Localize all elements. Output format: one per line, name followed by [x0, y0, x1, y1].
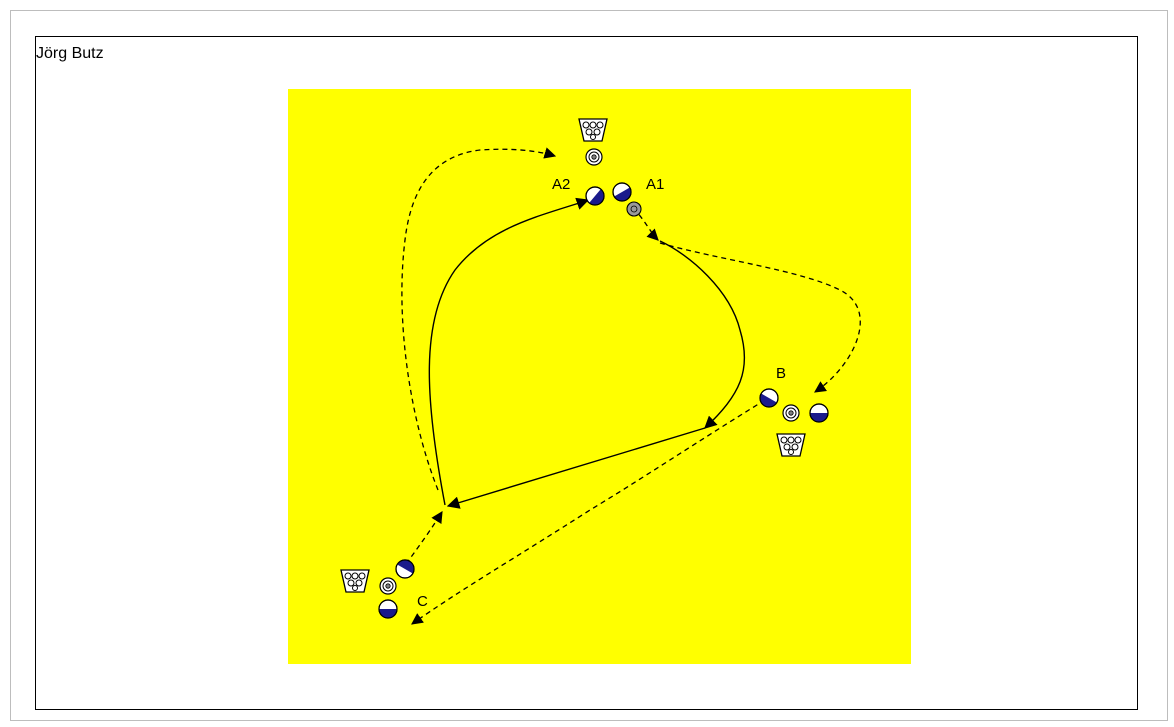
dash-path-left-loop — [401, 147, 557, 491]
author-label: Jörg Butz — [36, 45, 104, 62]
player-icon — [759, 388, 779, 408]
ball-icon — [626, 201, 642, 217]
label-b: B — [776, 365, 786, 382]
player-icon — [378, 599, 398, 619]
playing-field — [288, 89, 911, 664]
dash-path-right-loop — [659, 242, 861, 393]
cone-icon — [379, 577, 397, 595]
pass-path-b-to-c — [446, 427, 706, 509]
player-icon — [585, 186, 605, 206]
player-icon — [809, 403, 829, 423]
label-a1: A1 — [646, 176, 664, 193]
label-c: C — [417, 593, 428, 610]
cone-icon — [782, 404, 800, 422]
dash-path-c-up — [405, 511, 443, 565]
run-path-a2-return — [428, 197, 590, 506]
cone-icon — [585, 148, 603, 166]
player-icon — [612, 182, 632, 202]
ball-basket-icon — [340, 569, 370, 593]
player-icon — [395, 559, 415, 579]
label-a2: A2 — [552, 176, 570, 193]
run-path-a1 — [659, 240, 746, 429]
ball-basket-icon — [578, 118, 608, 142]
ball-basket-icon — [776, 433, 806, 457]
